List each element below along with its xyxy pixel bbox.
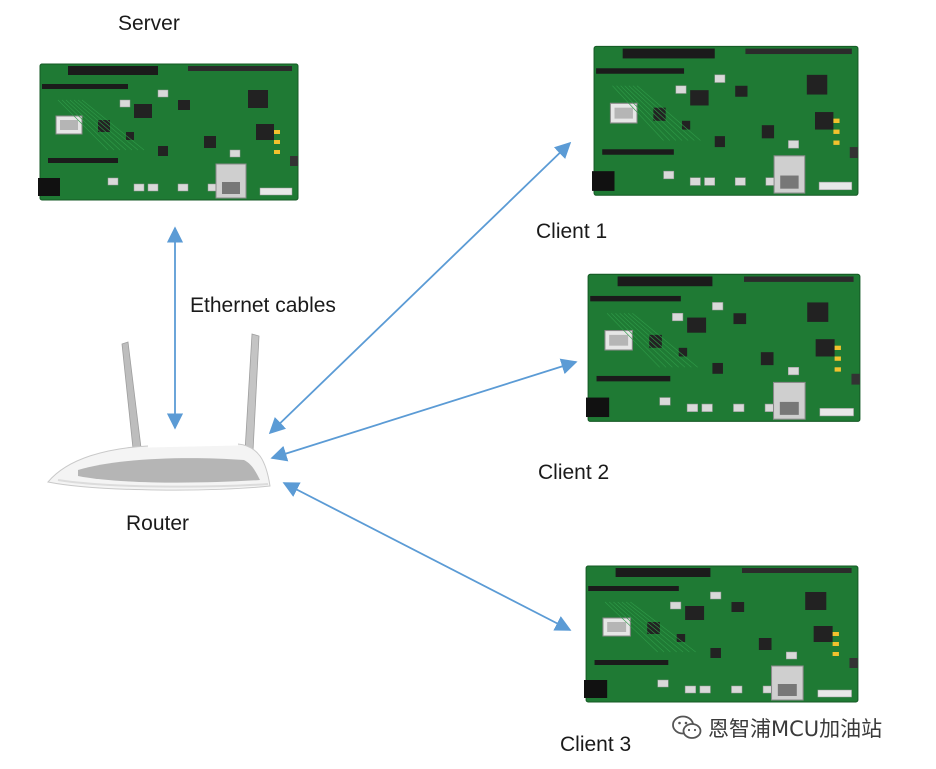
edge-label: Ethernet cables [190,294,336,317]
router-icon [47,333,271,491]
client2-label: Client 2 [538,461,610,484]
client1-board [592,45,859,196]
client3-board [584,565,859,703]
watermark-text: 恩智浦MCU加油站 [708,717,883,741]
router-label: Router [126,512,190,535]
board-graphic [38,63,299,201]
board-graphic [592,45,859,196]
wechat-icon [672,715,702,739]
server-label: Server [118,12,180,35]
board-graphic [584,565,859,703]
arrow-router-client3 [282,482,572,631]
server-board [38,63,299,201]
client2-board [586,273,861,422]
client3-label: Client 3 [560,733,632,756]
arrow-router-client2 [270,358,578,462]
arrow-router-client1 [268,141,572,435]
board-graphic [586,273,861,422]
client1-label: Client 1 [536,220,608,243]
watermark: 恩智浦MCU加油站 [672,713,882,743]
